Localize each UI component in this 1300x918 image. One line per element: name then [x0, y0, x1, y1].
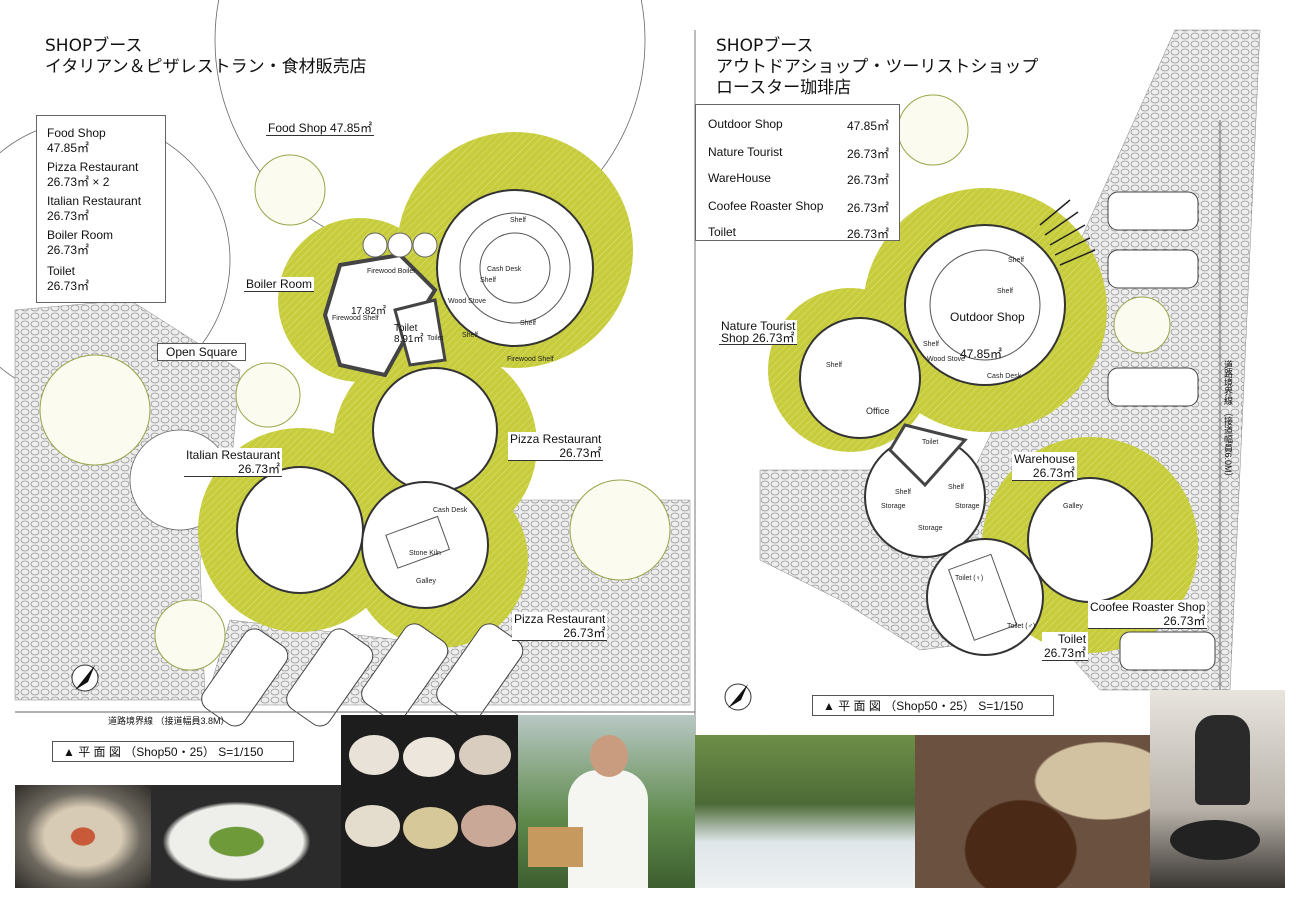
room-note: Shelf — [923, 341, 939, 348]
boiler-area-label: 17.82㎡ — [351, 306, 387, 317]
room-note: Cash Desk — [487, 266, 522, 273]
pizza-restaurant-building — [361, 481, 489, 609]
boiler-room-building — [322, 252, 438, 378]
outdoor-shop-area: 47.85㎡ — [960, 347, 1003, 361]
room-note: Toilet (♂) — [1007, 623, 1036, 630]
room-note: Shelf — [826, 362, 842, 369]
boiler-room-label: Boiler Room — [244, 277, 315, 292]
outdoor-shop-building — [904, 224, 1066, 386]
room-note: Firewood Boiler — [367, 268, 416, 275]
room-note: Toilet (♀) — [955, 575, 984, 582]
photo-oyster-dish — [15, 785, 151, 888]
room-note: Wood Stove — [448, 298, 487, 305]
title-line: イタリアン＆ピザレストラン・食材販売店 — [45, 57, 367, 77]
pizza-restaurant-building — [372, 367, 498, 493]
room-note: Shelf — [480, 277, 496, 284]
title-line: SHOPブース — [45, 36, 143, 56]
nature-tourist-building — [799, 317, 921, 439]
room-note: Firewood Shelf — [507, 356, 554, 363]
stairs — [1039, 199, 1096, 266]
room-note: Shelf — [520, 320, 536, 327]
room-note: Wood Stove — [927, 356, 966, 363]
room-note: Shelf — [997, 288, 1013, 295]
room-note: Galley — [1063, 503, 1083, 510]
toilet-building — [393, 298, 447, 367]
photo-hiking-stream — [695, 735, 915, 888]
room-note: Shelf — [462, 332, 478, 339]
photo-coffee-roaster — [1150, 690, 1285, 888]
right-title: SHOPブース アウトドアショップ・ツーリストショップ ロースター珈琲店 — [716, 36, 1038, 99]
left-title: SHOPブース イタリアン＆ピザレストラン・食材販売店 — [45, 36, 367, 78]
room-note: Stone Kiln — [409, 550, 441, 557]
room-note: Toilet — [427, 335, 444, 342]
open-square-label: Open Square — [157, 343, 247, 361]
title-line: ロースター珈琲店 — [716, 78, 852, 98]
room-note: Storage — [881, 503, 906, 510]
scale-label: ▲ 平 面 図 （Shop50・25） S=1/150 — [52, 741, 294, 762]
road-boundary-label: 道路境界線 （接道幅員6.0M） — [1223, 360, 1233, 482]
italian-restaurant-building — [236, 466, 364, 594]
photo-coffee-beans — [915, 735, 1150, 888]
title-line: SHOPブース — [716, 36, 814, 56]
trees — [897, 94, 1171, 354]
room-note: Toilet — [922, 439, 939, 446]
room-note: Shelf — [895, 489, 911, 496]
parked-cars — [1107, 191, 1216, 671]
parked-cars — [201, 623, 524, 727]
outdoor-shop-label: Outdoor Shop — [950, 310, 1025, 324]
photo-chef — [518, 715, 695, 888]
road-boundary-label: 道路境界線 （接道幅員3.8M） — [108, 716, 230, 726]
room-note: Storage — [918, 525, 943, 532]
room-note: Firewood Shelf — [332, 315, 379, 322]
title-line: アウトドアショップ・ツーリストショップ — [716, 57, 1039, 77]
room-note: Shelf — [510, 217, 526, 224]
room-note: Office — [866, 406, 890, 416]
room-note: Shelf — [1008, 257, 1024, 264]
room-note: Cash Desk — [987, 373, 1022, 380]
room-note: Galley — [416, 578, 436, 585]
photo-pasta-dishes — [341, 715, 518, 888]
room-note: Shelf — [948, 484, 964, 491]
room-note: Storage — [955, 503, 980, 510]
trees — [39, 154, 671, 671]
room-note: Cash Desk — [433, 507, 468, 514]
food-shop-label: Food Shop 47.85㎡ — [266, 121, 375, 136]
coffee-roaster-building — [1027, 477, 1153, 603]
photo-salad-plate — [151, 785, 341, 888]
scale-label: ▲ 平 面 図 （Shop50・25） S=1/150 — [812, 695, 1054, 716]
